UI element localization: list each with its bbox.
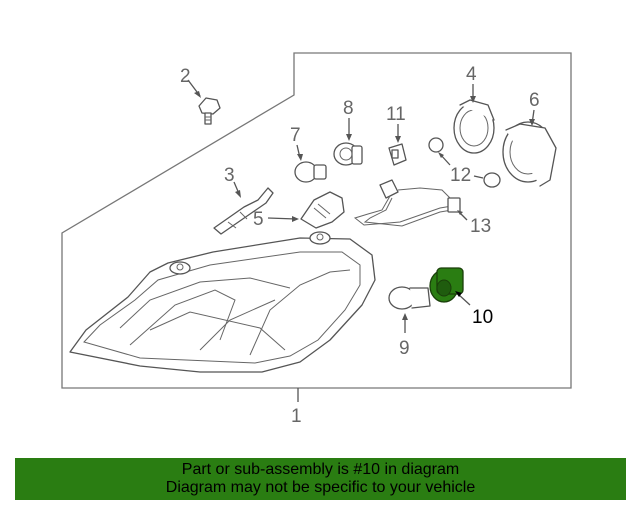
callout-2: 2 xyxy=(180,66,191,87)
callout-1: 1 xyxy=(291,406,302,427)
parking-lamp-bulb[interactable] xyxy=(294,161,327,183)
caption-line-1: Part or sub-assembly is #10 in diagram xyxy=(181,461,460,478)
callout-3: 3 xyxy=(224,165,235,186)
bulb-socket[interactable] xyxy=(333,142,363,166)
parts-diagram: 1 2 3 4 5 6 7 8 9 10 11 12 13 xyxy=(61,52,572,427)
side-marker-socket[interactable] xyxy=(388,143,407,166)
turn-signal-bulb[interactable] xyxy=(388,286,431,310)
callout-6: 6 xyxy=(529,90,540,111)
caption-banner: Part or sub-assembly is #10 in diagram D… xyxy=(15,458,626,500)
callout-5: 5 xyxy=(253,209,264,230)
grommet[interactable] xyxy=(428,137,501,188)
highlighted-socket[interactable] xyxy=(429,267,464,303)
wiring-harness[interactable] xyxy=(353,179,461,227)
callout-4: 4 xyxy=(466,64,477,85)
callout-7: 7 xyxy=(290,125,301,146)
callout-9: 9 xyxy=(399,338,410,359)
bolt[interactable] xyxy=(198,97,221,125)
bulb-socket-clip[interactable] xyxy=(213,187,274,235)
caption-line-2: Diagram may not be specific to your vehi… xyxy=(165,479,476,496)
callout-8: 8 xyxy=(343,98,354,119)
callout-10: 10 xyxy=(472,307,493,328)
headlamp-cover-ring[interactable] xyxy=(502,121,557,187)
headlamp-assembly[interactable] xyxy=(69,231,376,373)
bulb[interactable] xyxy=(300,191,345,229)
retaining-ring[interactable] xyxy=(453,99,495,154)
callout-11: 11 xyxy=(386,104,406,125)
callout-12: 12 xyxy=(450,165,471,186)
callout-13: 13 xyxy=(470,216,491,237)
assembly-outline xyxy=(61,52,572,389)
